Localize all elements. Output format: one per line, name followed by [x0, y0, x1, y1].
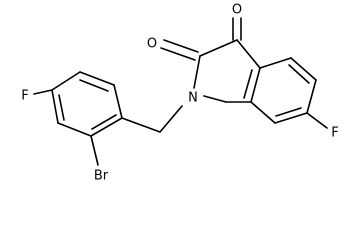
bond-n1-c2	[193, 55, 201, 89]
bond-b4-b5-double	[51, 89, 59, 124]
bond-b6-b1-inner	[91, 114, 117, 130]
bond-b6-b1-double	[90, 117, 123, 137]
atom-label-n1: N	[188, 91, 198, 106]
bond-b2-b3-inner	[79, 79, 109, 92]
atom-label-br: Br	[94, 169, 109, 184]
bond-c5-f	[306, 112, 328, 129]
bond-c7-c7a	[250, 101, 276, 124]
bond-n1-ch2	[159, 105, 183, 133]
bond-b6-br	[90, 135, 99, 166]
benzyl-linker	[121, 105, 183, 133]
bond-b3-b4	[51, 71, 81, 91]
bond-b1-b2	[113, 84, 123, 119]
bond-c7a-n1	[203, 95, 227, 103]
bond-c6-c7-double	[274, 112, 308, 124]
isatin-five-membered-ring	[193, 39, 261, 103]
bond-b2-b3-double	[79, 71, 115, 86]
bond-c7a-c3a	[250, 67, 261, 103]
bromofluorophenyl-ring	[51, 71, 123, 137]
atom-labels: O O N F F Br	[21, 3, 338, 184]
bond-b4-f	[33, 89, 53, 95]
bond-c3-c3a	[236, 39, 261, 69]
atom-label-f-right: F	[331, 126, 338, 141]
bond-c4-c5-inner	[288, 64, 310, 84]
bond-c2-c3	[199, 39, 238, 57]
carbonyl-groups	[160, 17, 242, 61]
atom-label-o-left: O	[147, 37, 157, 52]
bond-c7a-c3a-inner	[243, 69, 253, 99]
molecule-structure-diagram: O O N F F Br	[21, 3, 338, 184]
bond-c3a-c4	[259, 57, 292, 69]
bond-c2-o-double-b	[160, 47, 196, 61]
bond-c5-c6	[306, 79, 317, 114]
bond-c2-o-double-a	[163, 39, 199, 53]
bond-c4-c5-double	[290, 57, 317, 81]
bond-c6-c7-inner	[275, 107, 302, 117]
bond-ch2-ring	[121, 117, 161, 133]
atom-label-f-left: F	[21, 89, 28, 104]
bond-b5-b6	[57, 122, 92, 137]
bond-b4-b5-inner	[58, 94, 65, 121]
atom-label-o-top: O	[232, 3, 242, 18]
indole-benzene-ring	[225, 57, 317, 124]
